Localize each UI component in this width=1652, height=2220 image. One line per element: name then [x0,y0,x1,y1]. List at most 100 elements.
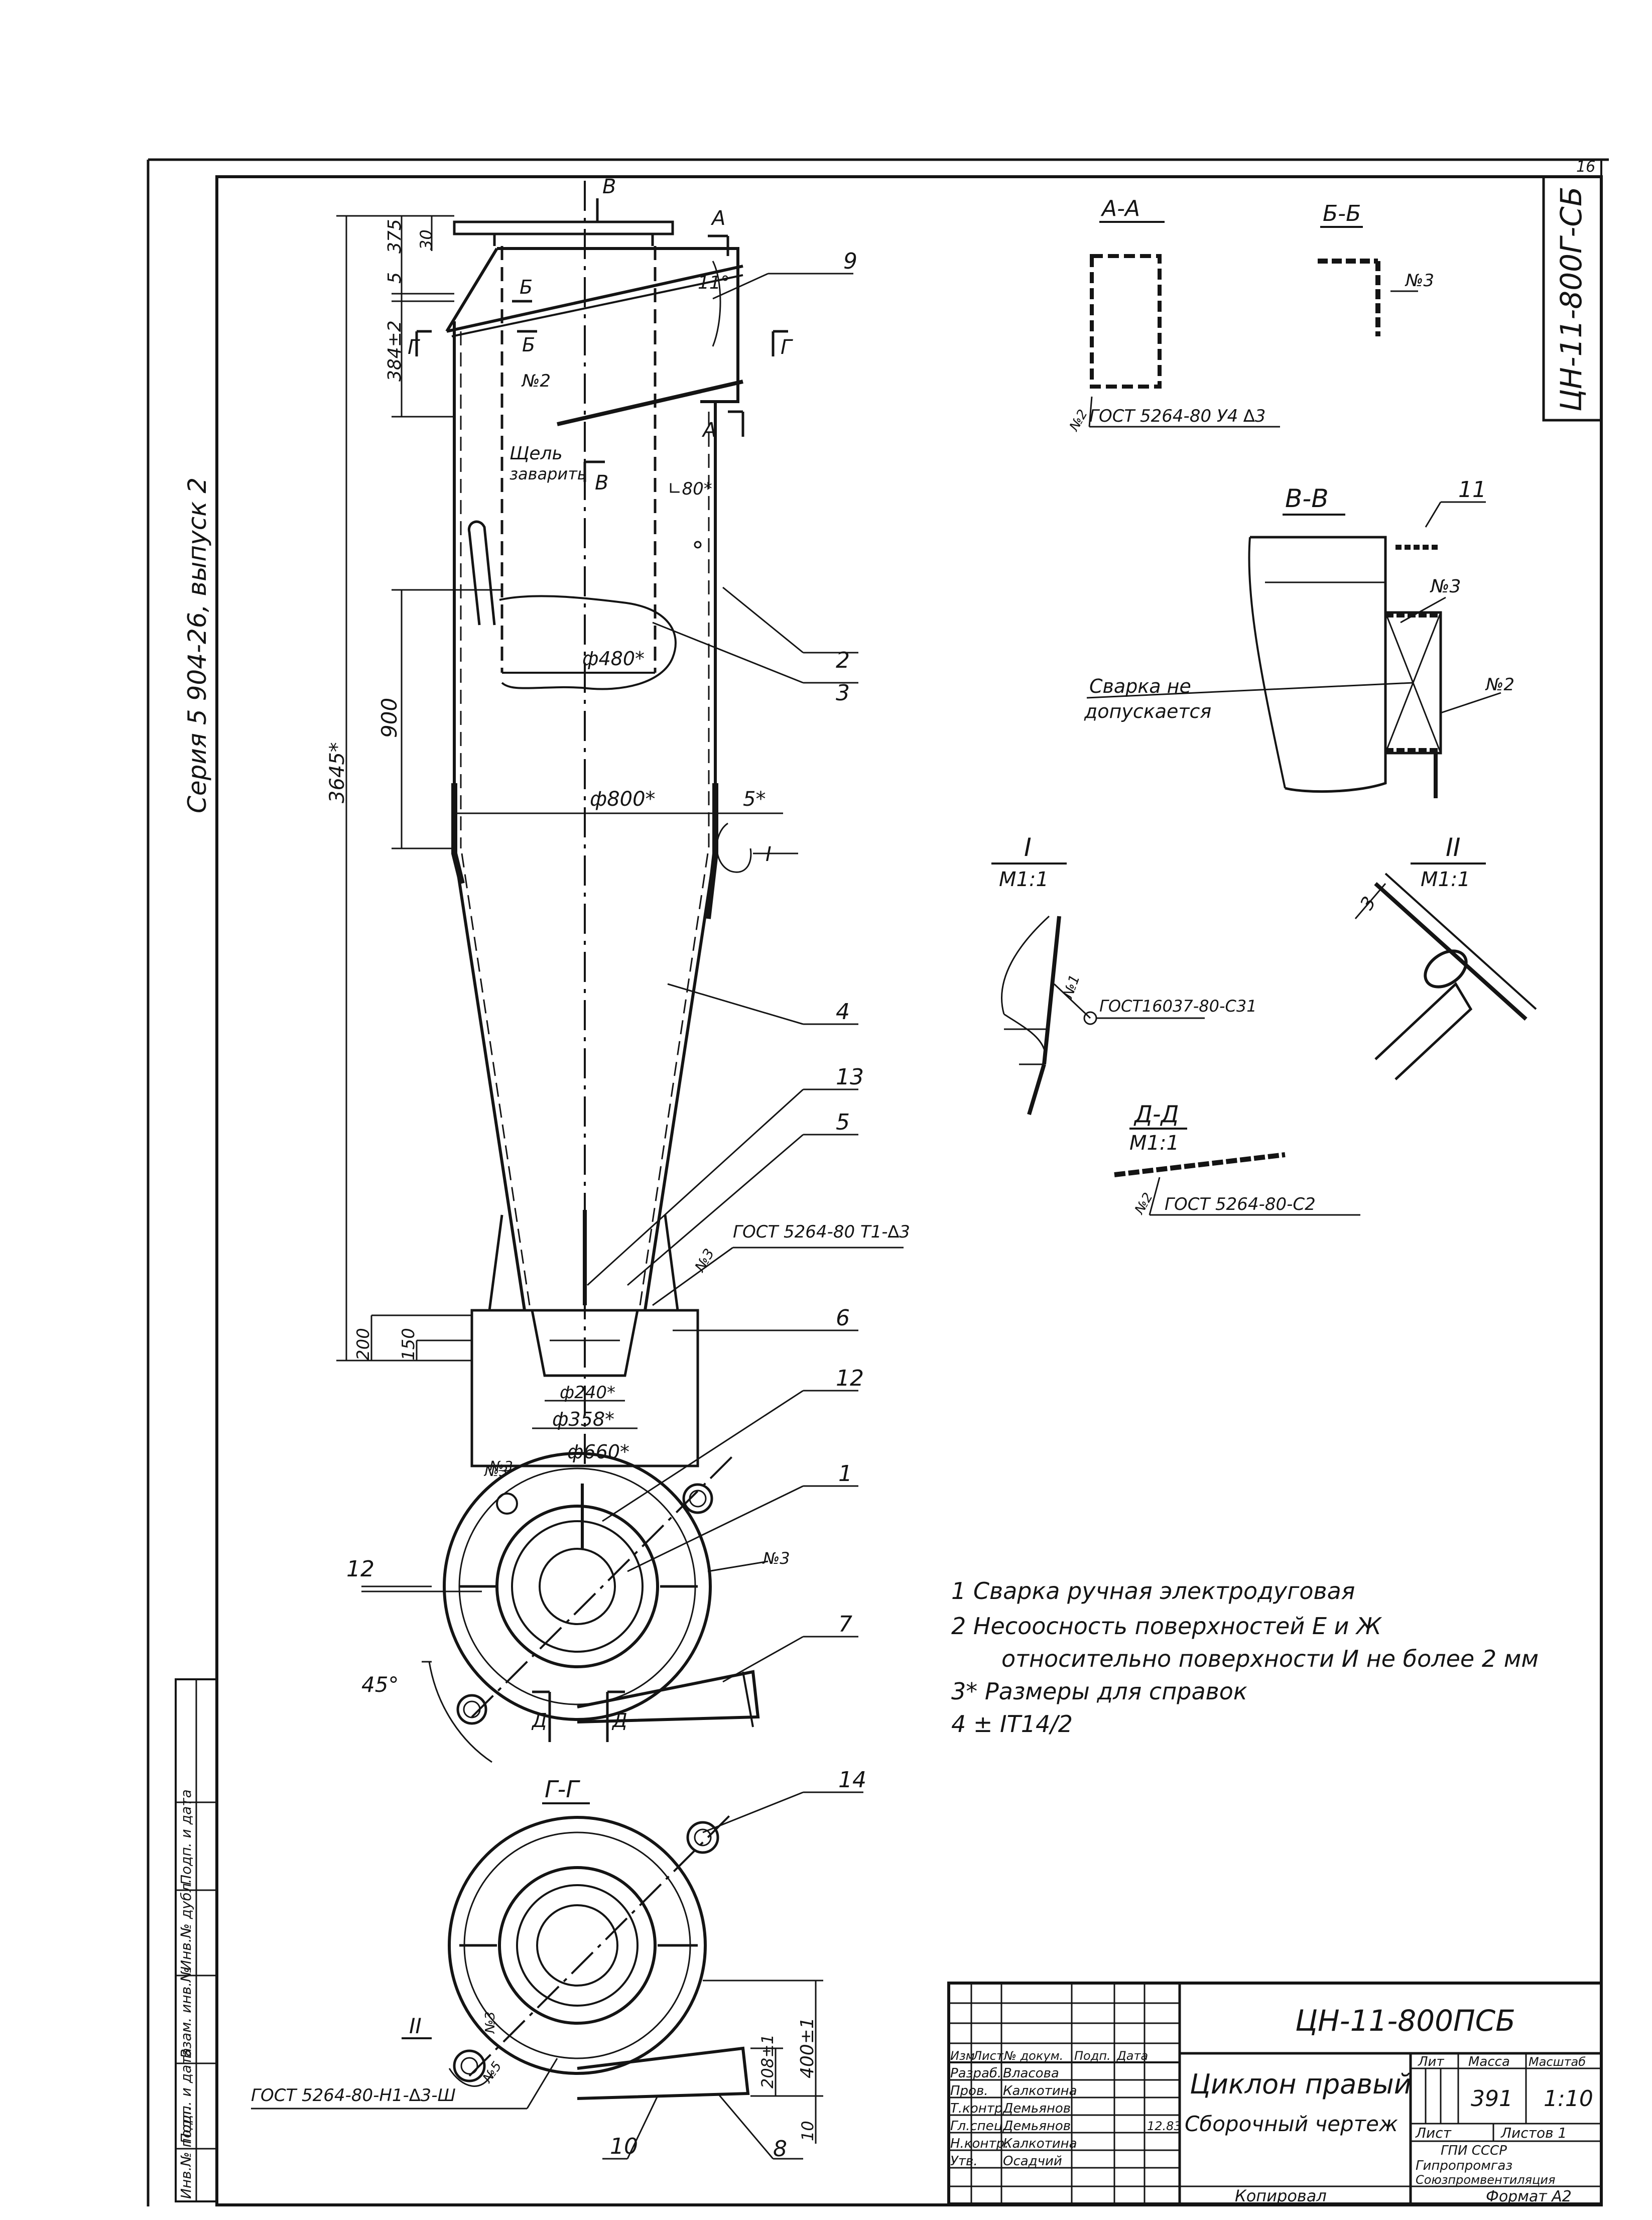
weld-not-allowed-2: допускается [1084,700,1211,722]
tb-head-list: Лист [972,2049,1004,2063]
plan-labels: 1 12 7 №3 №3 45° Д Д [346,1458,858,1732]
dim-150: 150 [399,1328,419,1361]
marker-d-left: Д [531,1709,547,1732]
plan-view [361,1452,760,1763]
marker-b-1: Б [520,276,533,298]
tb-org2: Гипропромгаз [1416,2158,1512,2173]
note-2: 2 Несоосность поверхностей Е и Ж [951,1613,1382,1640]
callout-8: 8 [773,2136,787,2162]
main-dimension-labels: В А 375 30 5 384±2 3645* 900 200 150 ф48… [326,175,793,1479]
strip-dup-inv: Инв.№ дубл. [178,1879,194,1970]
detail-ii: II М1:1 3 [1354,833,1537,1080]
tb-sheet: Лист [1415,2125,1452,2141]
dim-45: 45° [361,1672,399,1697]
dim-30: 30 [417,229,436,250]
label-slot: Щель [510,443,563,464]
gost-aa: ГОСТ 5264-80 У4 ∆3 [1089,406,1265,426]
callout-1: 1 [838,1461,852,1487]
section-vv: В-В 11 №3 №2 Сварка не допускается [1084,477,1514,798]
tb-role-2: Пров. [950,2083,988,2099]
callout-4: 4 [836,999,850,1025]
dim-ang11: 11° [698,273,730,293]
strip-sign-date-1: Подп. и дата [178,2048,194,2144]
callout-7: 7 [838,1612,852,1637]
tb-org1: ГПИ СССР [1441,2143,1507,2158]
callout-12-left: 12 [346,1556,374,1582]
dim-5s: 5* [743,788,766,811]
section-gg-title: Г-Г [545,1776,580,1803]
detail-ii-num: II [1446,833,1461,862]
dim-b-top: В [602,175,616,198]
label-n2-dd: №2 [1131,1190,1156,1217]
tb-name-2: Калкотина [1003,2083,1077,2099]
tb-head-izm: Изм [950,2049,975,2063]
tb-name-6: Осадчий [1003,2154,1062,2169]
callout-3: 3 [836,680,850,706]
callout-9: 9 [843,249,857,274]
dim-384: 384±2 [385,320,405,382]
label-n1-i: №1 [1059,972,1083,1001]
top-code: ЦН-11-800Г-СБ [1554,186,1588,412]
callout-13: 13 [836,1064,864,1090]
weld-not-allowed-1: Сварка не [1089,675,1191,697]
top-code-box: ЦН-11-800Г-СБ [1542,175,1603,422]
strip-replace-inv: Взам. инв.№ [178,1967,194,2058]
tb-role-4: Гл.спец. [950,2119,1007,2134]
marker-v-bottom: В [595,471,608,495]
sheet-number: 16 [1576,158,1595,176]
tb-sheets: Листов 1 [1500,2125,1567,2141]
callout-2: 2 [836,648,850,673]
dim-d800: ф800* [590,788,656,811]
callout-12-top: 12 [836,1366,864,1391]
tb-date: 12.83 [1147,2119,1182,2133]
tb-code: ЦН-11-800ПСБ [1295,2004,1515,2038]
label-slot-2: заварить [510,464,587,483]
gost-i: ГОСТ16037-80-С31 [1099,997,1257,1016]
marker-d-right: Д [611,1709,627,1732]
tb-copied: Копировал [1235,2186,1327,2205]
label-n3-gg: №3 [483,2011,498,2034]
section-gg: Г-Г 208±1 400±1 10 14 II 10 8 [251,1767,866,2162]
label-n4-aa: №2 [1066,407,1091,434]
marker-g-right: Г [781,336,793,359]
tb-head-date: Дата [1116,2049,1148,2063]
tb-scale: 1:10 [1544,2086,1593,2112]
dim-200: 200 [353,1328,373,1361]
detail-ii-scale: М1:1 [1421,868,1470,891]
side-strip: Инв.№ подл. Подп. и дата Взам. инв.№ Инв… [175,1678,218,2202]
note-3: 3* Размеры для справок [951,1678,1247,1705]
note-4: 4 ± IT14/2 [951,1710,1073,1738]
marker-ii: II [409,2014,422,2038]
callout-6: 6 [836,1305,850,1331]
marker-i: I [766,843,772,866]
title-block: ЦН-11-800ПСБ Изм Лист № докум. Подп. Дат… [947,1982,1603,2205]
label-n3-vv: №3 [1430,576,1461,597]
tb-name-line2: Сборочный чертеж [1185,2112,1398,2136]
gost-13: ГОСТ 5264-80 Т1-∆3 [733,1222,910,1242]
dim-3645: 3645* [326,742,349,803]
note-1: 1 Сварка ручная электродуговая [951,1577,1355,1605]
dim-900: 900 [377,698,402,738]
dim-375: 375 [385,219,405,254]
gost-gg: ГОСТ 5264-80-Н1-∆3-Ш [251,2085,456,2106]
tb-h-scale: Масштаб [1529,2055,1586,2069]
tb-name-1: Власова [1003,2066,1059,2081]
section-aa: А-А ГОСТ 5264-80 У4 ∆3 №2 [1066,196,1280,434]
label-n2: №2 [521,371,551,391]
main-dimensions [336,198,798,1467]
technical-notes: 1 Сварка ручная электродуговая 2 Несоосн… [951,1577,1539,1738]
tb-org3: Союзпромвентиляция [1416,2173,1555,2187]
detail-i-scale: М1:1 [999,868,1049,891]
dim-5: 5 [385,272,405,284]
marker-b-2: Б [522,334,535,356]
marker-g-left: Г [408,336,420,359]
tb-head-sign: Подп. [1074,2049,1111,2063]
dim-208: 208±1 [758,2034,777,2088]
tb-h-lit: Лит [1418,2054,1444,2069]
dim-a-top: А [710,207,725,230]
label-n3-plan-top: №3 [488,1458,513,1474]
tb-role-5: Н.контр. [950,2136,1008,2151]
gost-dd: ГОСТ 5264-80-С2 [1165,1194,1316,1214]
dim-d240: ф240* [560,1383,615,1403]
tb-mass: 391 [1471,2086,1513,2112]
